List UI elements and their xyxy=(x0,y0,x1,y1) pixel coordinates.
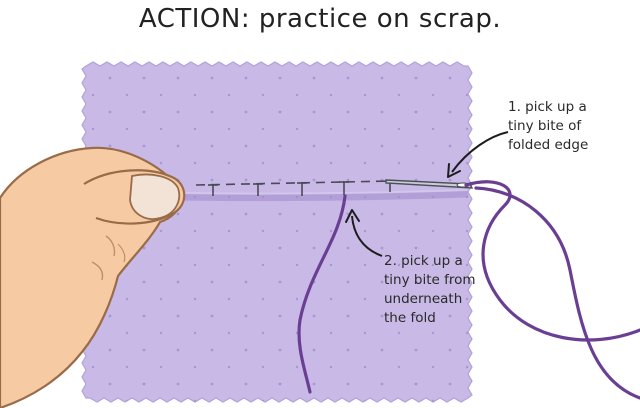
callout-line: tiny bite from xyxy=(384,272,476,288)
callout-line: 2. pick up a xyxy=(384,253,463,269)
callout-step-2: 2. pick up a tiny bite from underneath t… xyxy=(384,252,476,328)
curved-arrow-icon xyxy=(345,209,383,257)
thread-needle-tail xyxy=(474,186,640,400)
callout-step-1: 1. pick up a tiny bite of folded edge xyxy=(508,98,588,155)
page-title: ACTION: practice on scrap. xyxy=(138,4,502,34)
hand-icon xyxy=(0,146,186,408)
thread-loose xyxy=(297,194,347,394)
stitch-line xyxy=(195,180,395,196)
callout-line: 1. pick up a xyxy=(508,99,587,115)
curved-arrow-icon xyxy=(447,131,509,178)
callout-line: underneath xyxy=(384,291,463,307)
thread-needle xyxy=(464,180,640,342)
callout-line: tiny bite of xyxy=(508,118,582,134)
fabric-swatch xyxy=(81,61,473,403)
callout-line: folded edge xyxy=(508,137,589,153)
callout-line: the fold xyxy=(384,310,436,326)
